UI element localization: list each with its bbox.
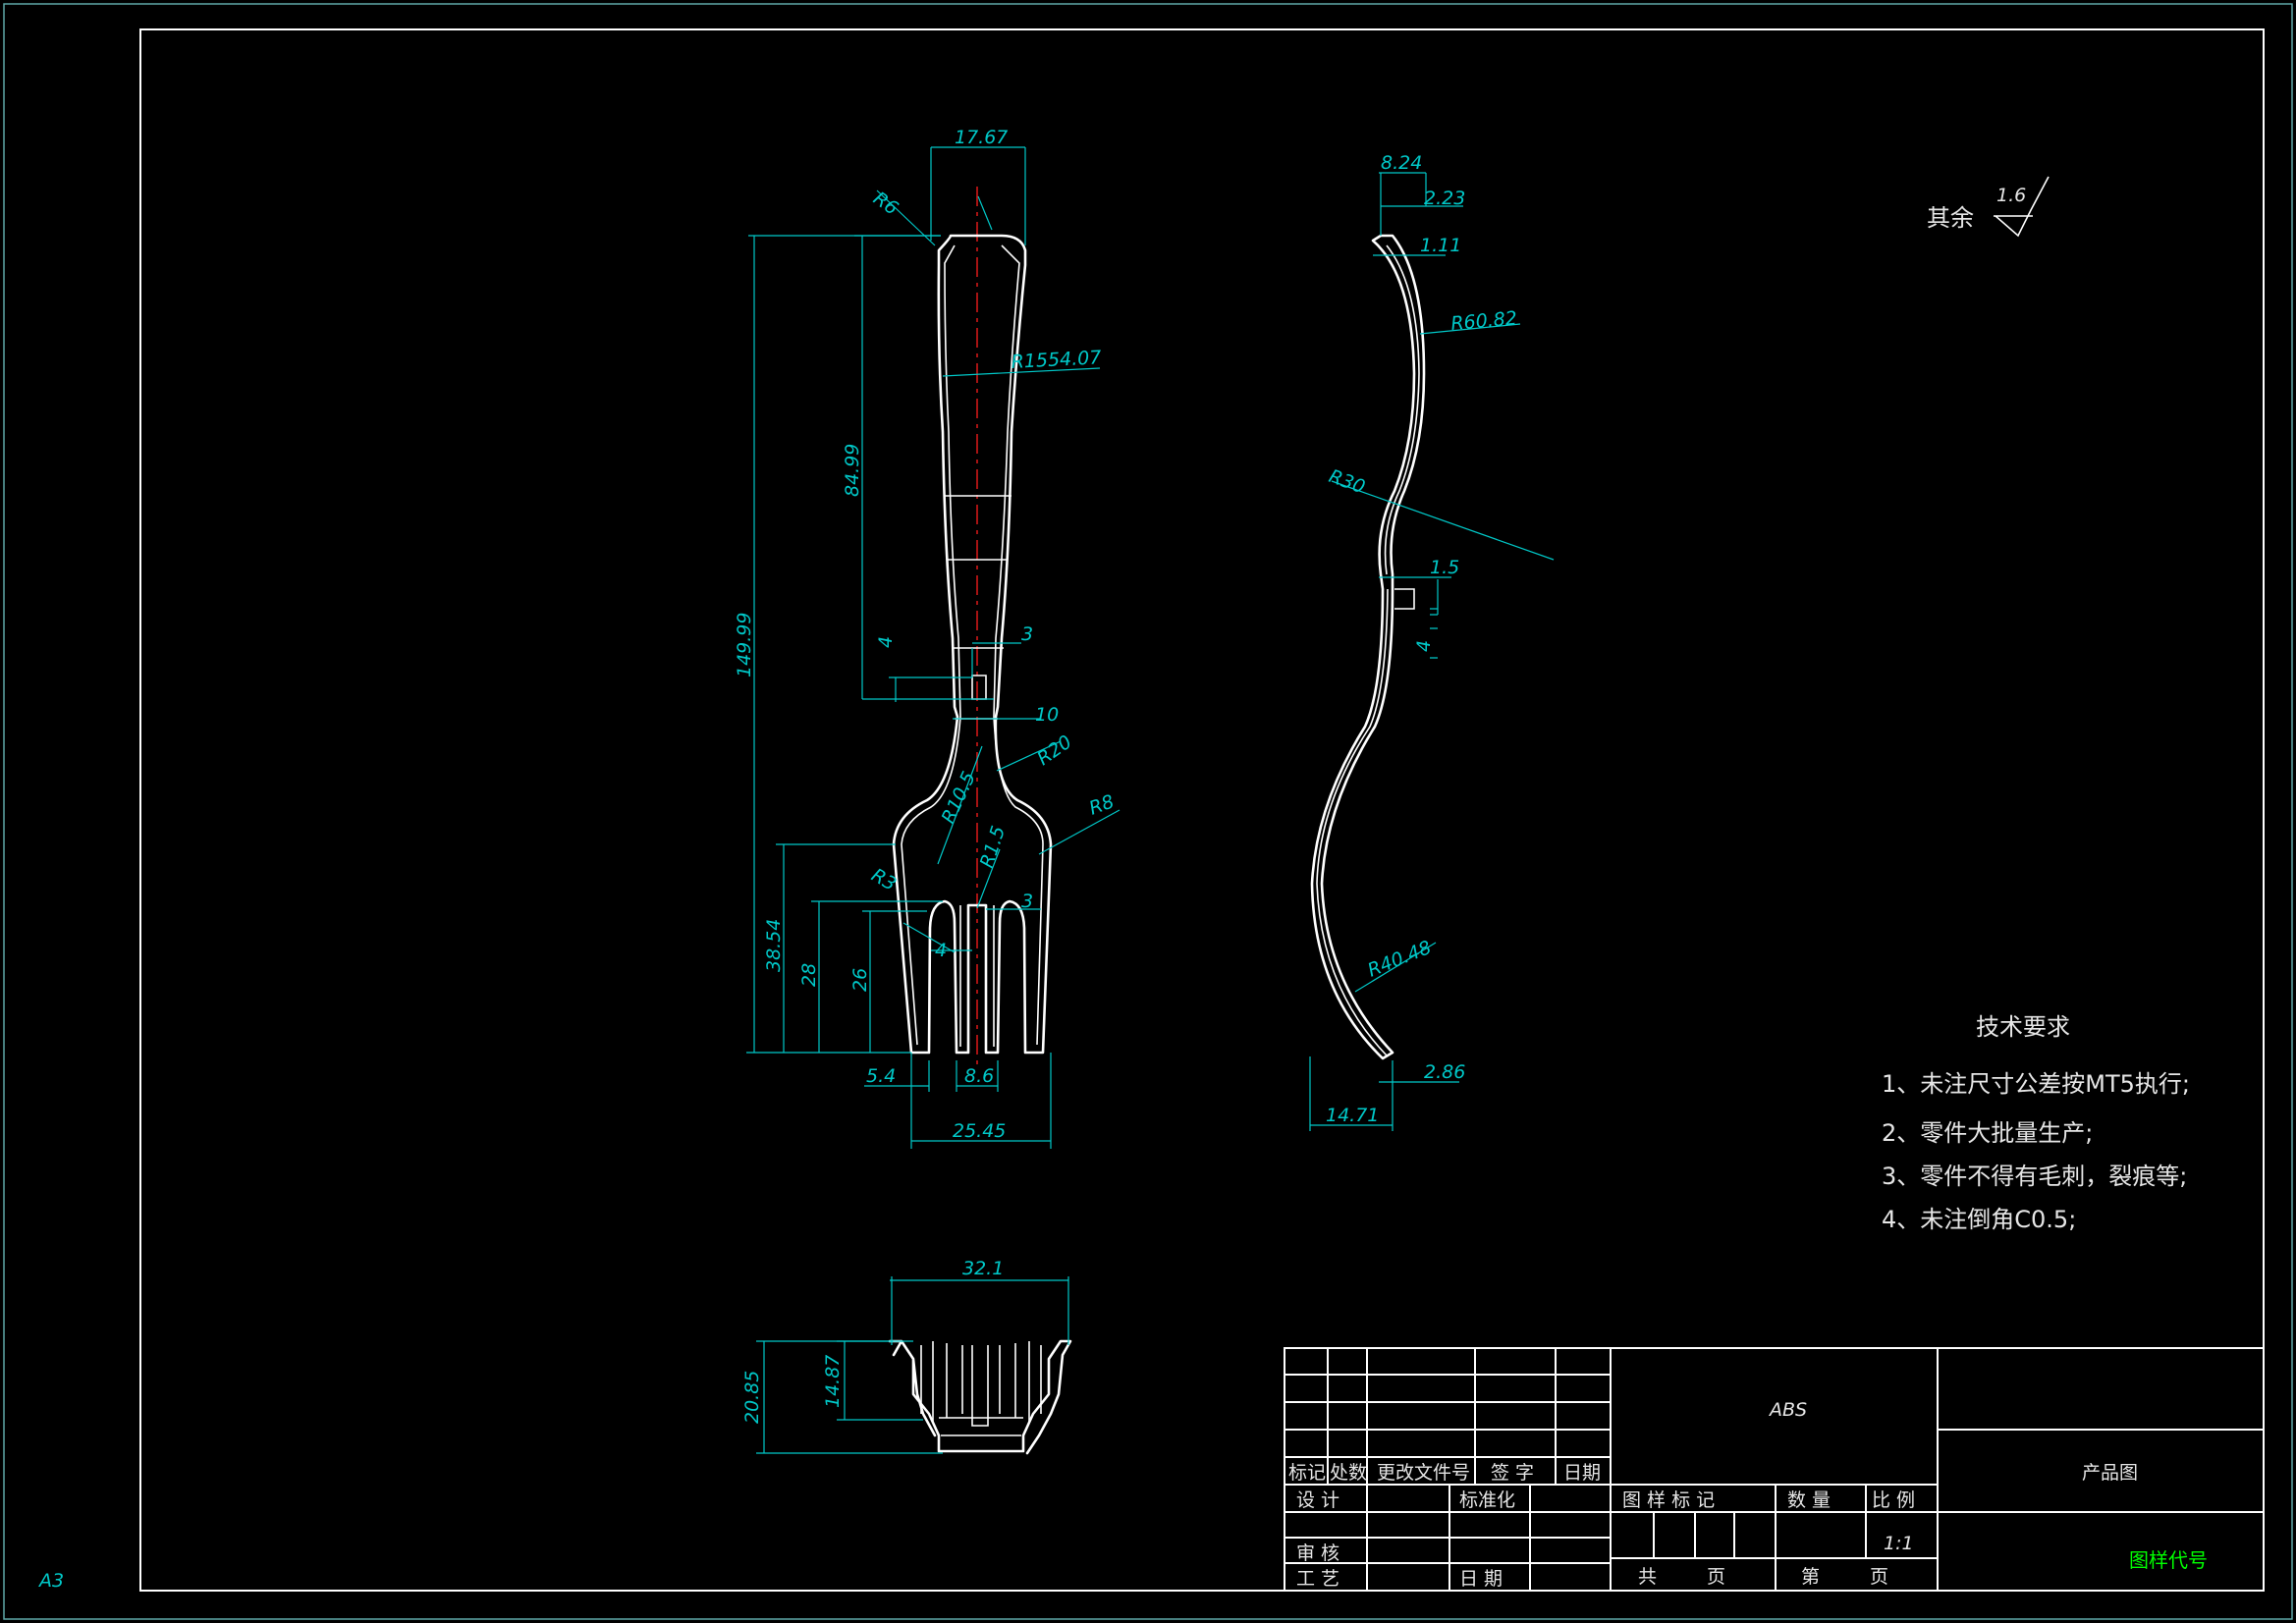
tech-title: 技术要求 — [1976, 1013, 2070, 1041]
tb-header-mark: 标记 — [1288, 1462, 1326, 1484]
dim-neck: 10 — [1035, 704, 1059, 726]
tb-header-date: 日期 — [1563, 1462, 1601, 1484]
tech-requirements: 技术要求 1、未注尺寸公差按MT5执行; 2、零件大批量生产; 3、零件不得有毛… — [1882, 1013, 2190, 1233]
dim-side-depth: 14.71 — [1326, 1105, 1379, 1126]
tb-drawing-mark: 图 样 标 记 — [1622, 1489, 1715, 1511]
dim-side-t1: 2.23 — [1424, 188, 1465, 209]
dim-handle-length: 84.99 — [842, 444, 863, 497]
roughness-symbol: 其余 1.6 — [1927, 176, 2050, 238]
dim-tine-gap-a: 3 — [1021, 891, 1033, 912]
dim-tine-w: 5.4 — [866, 1065, 896, 1087]
tb-header-change-doc: 更改文件号 — [1377, 1462, 1470, 1484]
tb-row-review: 审 核 — [1296, 1542, 1339, 1564]
outer-frame — [3, 3, 2293, 1620]
tech-item-3: 3、零件不得有毛刺，裂痕等; — [1882, 1163, 2187, 1190]
dim-total-length: 149.99 — [734, 613, 755, 677]
dim-tine-gap-b: 4 — [935, 940, 947, 961]
dim-side-w-top: 8.24 — [1381, 152, 1422, 174]
tb-header-signature: 签 字 — [1491, 1462, 1534, 1484]
front-dim-lines — [746, 146, 1121, 1149]
tb-quantity: 数 量 — [1787, 1489, 1831, 1511]
side-dim-lines — [1309, 172, 1555, 1131]
tb-total-sheets: 共 — [1638, 1566, 1657, 1588]
tb-row-date2: 日 期 — [1459, 1568, 1503, 1590]
side-outline — [1310, 234, 1426, 1060]
tech-item-4: 4、未注倒角C0.5; — [1882, 1206, 2076, 1233]
roughness-value: 1.6 — [1996, 185, 2026, 206]
tech-item-1: 1、未注尺寸公差按MT5执行; — [1882, 1070, 2190, 1098]
dim-end-height-outer: 20.85 — [741, 1371, 763, 1424]
dim-end-width: 32.1 — [962, 1258, 1004, 1279]
tb-header-count: 处数 — [1330, 1462, 1367, 1484]
tb-row-standardize: 标准化 — [1459, 1489, 1515, 1511]
roughness-prefix: 其余 — [1927, 204, 1974, 232]
tb-product-label: 产品图 — [2082, 1462, 2138, 1484]
dim-slot-len: 4 — [875, 636, 897, 648]
dim-mid-w: 8.6 — [964, 1065, 994, 1087]
end-dim-lines — [756, 1276, 1069, 1454]
sheet-size-label: A3 — [37, 1570, 64, 1592]
dim-h2: 28 — [798, 963, 820, 987]
tb-scale: 比 例 — [1872, 1489, 1915, 1511]
dim-slot-w: 3 — [1021, 623, 1033, 645]
dim-h3: 26 — [849, 968, 871, 992]
tech-item-2: 2、零件大批量生产; — [1882, 1119, 2093, 1147]
tb-sheet-no: 第 — [1801, 1566, 1820, 1588]
tb-row-design: 设 计 — [1296, 1489, 1339, 1511]
tb-scale-value: 1:1 — [1884, 1533, 1914, 1554]
dim-side-step-h: 4 — [1413, 640, 1435, 652]
end-outline — [888, 1339, 1072, 1455]
dim-h1: 38.54 — [763, 919, 785, 972]
fork-outline — [892, 234, 1053, 1055]
dim-side-step: 1.5 — [1430, 557, 1459, 578]
tb-material: ABS — [1768, 1399, 1807, 1421]
dim-r-handle: R1554.07 — [1011, 347, 1102, 373]
tb-row-process: 工 艺 — [1296, 1568, 1339, 1590]
tb-drawing-code: 图样代号 — [2129, 1548, 2208, 1572]
title-block: 标记 处数 更改文件号 签 字 日期 设 计 标准化 审 核 工 艺 日 期 A… — [1284, 1347, 2265, 1592]
inner-frame — [139, 28, 2265, 1592]
dim-total-w: 25.45 — [953, 1120, 1006, 1142]
end-view: 32.1 20.85 14.87 — [741, 1258, 1072, 1455]
tb-sheet-unit2: 页 — [1870, 1566, 1888, 1588]
tb-sheet-unit: 页 — [1707, 1566, 1725, 1588]
dim-side-t2: 1.11 — [1420, 235, 1461, 256]
dim-head-width: 17.67 — [955, 127, 1008, 148]
dim-side-t-bottom: 2.86 — [1424, 1061, 1465, 1083]
dim-end-height-inner: 14.87 — [822, 1355, 844, 1408]
